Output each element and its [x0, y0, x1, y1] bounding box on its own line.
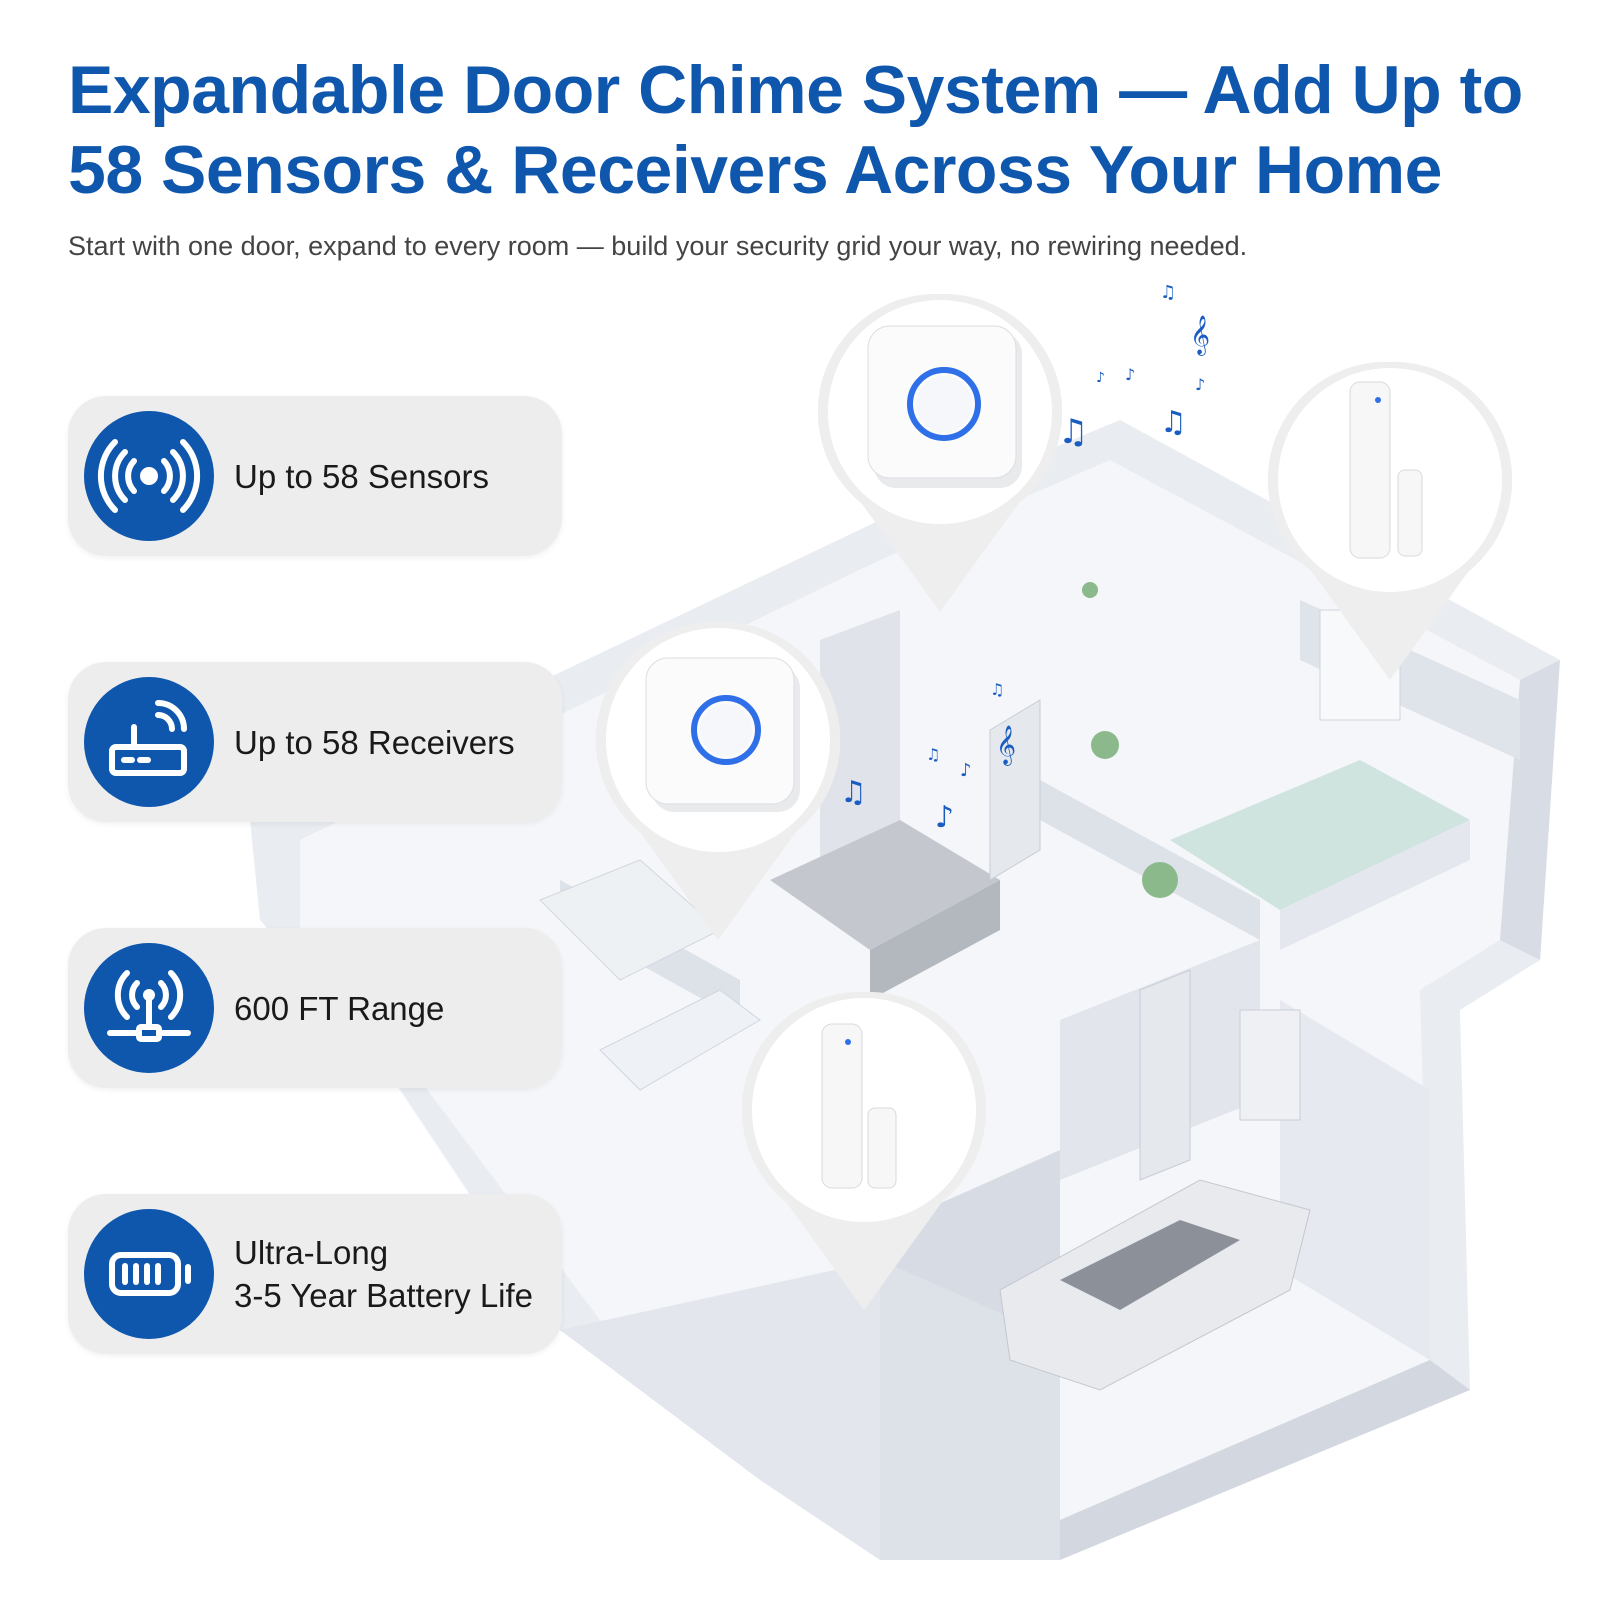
- router-icon: [109, 700, 187, 776]
- music-note-icon: ♫: [990, 680, 1005, 699]
- music-note-icon: ♫: [840, 775, 867, 810]
- headline-line-1: Expandable Door Chime System — Add Up to: [68, 52, 1523, 128]
- feature-text-line-2: 3-5 Year Battery Life: [234, 1277, 534, 1314]
- music-note-icon: ♪: [960, 760, 972, 781]
- door-sensor-icon: [1349, 381, 1423, 559]
- feature-card-battery: Ultra-Long 3-5 Year Battery Life: [68, 1194, 562, 1354]
- feature-text: Up to 58 Receivers: [234, 723, 515, 761]
- feature-card-sensors: Up to 58 Sensors: [68, 396, 562, 556]
- feature-text: Up to 58 Sensors: [234, 457, 489, 495]
- subheadline: Start with one door, expand to every roo…: [68, 231, 1248, 261]
- chime-receiver-pin: [596, 621, 840, 940]
- music-note-icon: ♪: [1195, 375, 1206, 394]
- feature-text-line-1: Ultra-Long: [234, 1234, 389, 1271]
- wireless-signal-icon: [97, 439, 201, 513]
- feature-badge: [84, 1209, 214, 1339]
- music-note-icon: ♪: [935, 800, 955, 835]
- feature-card-range: 600 FT Range: [68, 928, 562, 1088]
- music-note-icon: 𝄞: [1190, 315, 1211, 355]
- door-sensor-pin: [742, 991, 986, 1310]
- chime-receiver-icon: [867, 325, 1022, 488]
- music-note-icon: 𝄞: [996, 725, 1017, 765]
- feature-badge: [84, 943, 214, 1073]
- music-note-icon: ♫: [926, 745, 941, 764]
- feature-label: Up to 58 Receivers: [234, 662, 554, 822]
- music-note-icon: ♫: [1160, 282, 1177, 303]
- feature-badge: [84, 411, 214, 541]
- headline-line-2: 58 Sensors & Receivers Across Your Home: [68, 132, 1442, 208]
- feature-text: 600 FT Range: [234, 989, 445, 1027]
- music-note-icon: ♫: [1058, 412, 1089, 452]
- music-note-icon: ♫: [1160, 405, 1187, 440]
- feature-badge: [84, 677, 214, 807]
- antenna-range-icon: [107, 970, 191, 1042]
- feature-label: Ultra-Long 3-5 Year Battery Life: [234, 1194, 554, 1354]
- music-note-icon: ♪: [1096, 370, 1105, 386]
- door-sensor-pin: [1268, 361, 1512, 680]
- headline: Expandable Door Chime System — Add Up to…: [68, 50, 1548, 210]
- battery-icon: [109, 1252, 191, 1296]
- door-sensor-icon: [821, 1023, 897, 1189]
- chime-receiver-pin: [818, 293, 1062, 612]
- music-note-icon: ♪: [1125, 365, 1136, 384]
- feature-label: 600 FT Range: [234, 928, 554, 1088]
- chime-receiver-icon: [645, 657, 800, 812]
- feature-card-receivers: Up to 58 Receivers: [68, 662, 562, 822]
- feature-label: Up to 58 Sensors: [234, 396, 554, 556]
